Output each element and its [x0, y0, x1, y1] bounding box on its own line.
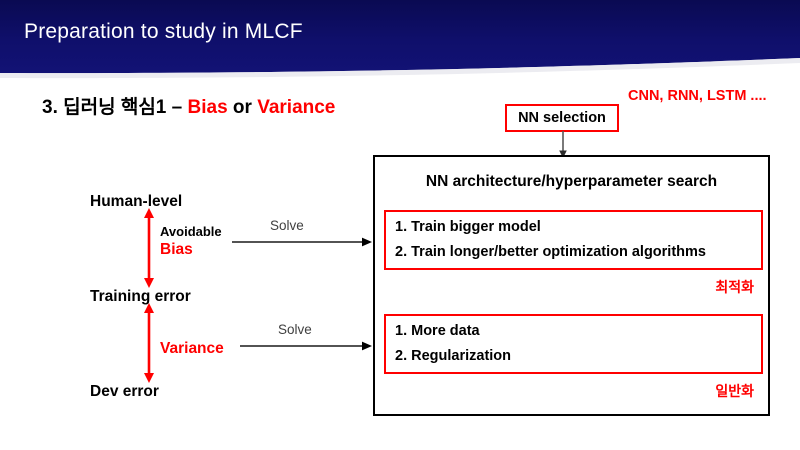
- nn-selection-connector-arrow-icon: [559, 131, 567, 158]
- slide-header-banner: Preparation to study in MLCF: [0, 0, 800, 80]
- level-label-dev-error: Dev error: [90, 383, 159, 400]
- nn-selection-box[interactable]: NN selection: [505, 104, 619, 132]
- nn-types-note: CNN, RNN, LSTM ....: [628, 88, 767, 104]
- variance-gap-label: Variance: [160, 340, 224, 357]
- variance-gap-double-arrow-icon: [144, 303, 154, 383]
- solve-bias-arrow-group: Solve: [232, 218, 372, 254]
- optimization-item-1: 1. Train bigger model: [395, 219, 541, 235]
- generalization-item-2: 2. Regularization: [395, 348, 512, 364]
- bias-gap-double-arrow-icon: [144, 208, 154, 288]
- level-label-human: Human-level: [90, 193, 183, 210]
- section-subtitle: 3. 딥러닝 핵심1 – Bias or Variance: [42, 92, 335, 119]
- level-label-training-error: Training error: [90, 288, 191, 305]
- subtitle-conjunction: or: [227, 97, 258, 118]
- solve-variance-label: Solve: [278, 322, 312, 337]
- subtitle-term-variance: Variance: [257, 97, 336, 118]
- page-title: Preparation to study in MLCF: [24, 20, 303, 43]
- header-banner-shape: [0, 0, 800, 79]
- solve-variance-arrow-icon: [240, 341, 372, 351]
- nn-selection-label: NN selection: [518, 110, 606, 126]
- subtitle-prefix: 3. 딥러닝 핵심1 –: [42, 97, 188, 118]
- solve-bias-arrow-icon: [232, 237, 372, 247]
- optimization-suggestions-box: 1. Train bigger model 2. Train longer/be…: [384, 210, 763, 270]
- generalization-item-1: 1. More data: [395, 323, 480, 339]
- generalization-suggestions-box: 1. More data 2. Regularization: [384, 314, 763, 374]
- subtitle-term-bias: Bias: [187, 97, 228, 118]
- generalization-tag: 일반화: [715, 383, 754, 399]
- avoidable-qualifier-label: Avoidable: [160, 224, 222, 239]
- nn-search-box-title: NN architecture/hyperparameter search: [425, 173, 718, 190]
- bias-gap-label: Bias: [160, 241, 193, 258]
- solve-bias-label: Solve: [270, 218, 304, 233]
- optimization-item-2: 2. Train longer/better optimization algo…: [395, 244, 706, 260]
- nn-search-box: NN architecture/hyperparameter search 1.…: [373, 155, 770, 416]
- solve-variance-arrow-group: Solve: [240, 322, 372, 358]
- optimization-tag: 최적화: [715, 279, 754, 295]
